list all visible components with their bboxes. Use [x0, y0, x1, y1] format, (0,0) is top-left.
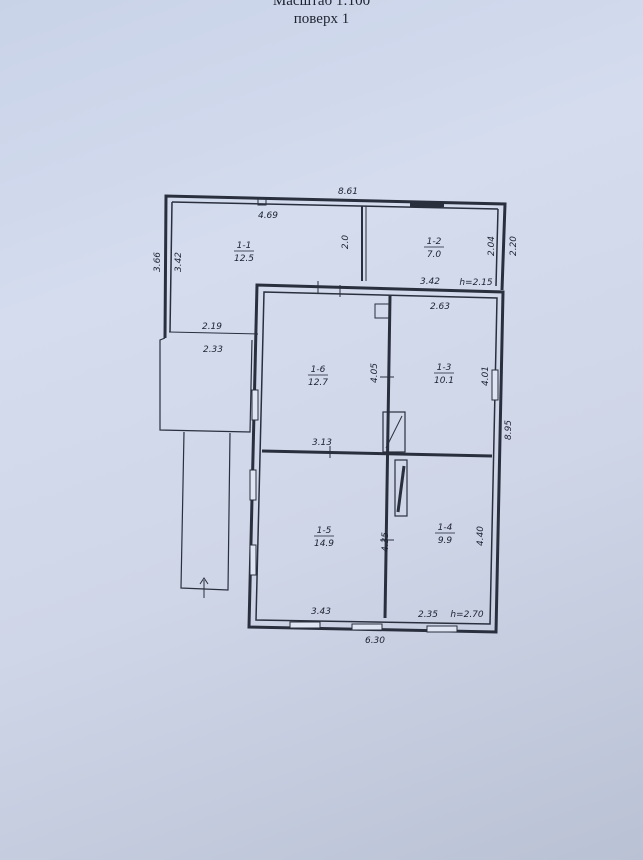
room-area: 9.9: [438, 536, 453, 546]
window-icon: [351, 623, 383, 631]
entrance-arrowhead-icon: [199, 577, 209, 585]
dim-room-1-2-width: 3.42: [420, 277, 440, 287]
dim-right-overall: 8.95: [504, 420, 514, 440]
stove-icon: [382, 411, 406, 453]
chimney-icon: [257, 198, 267, 206]
room-number: 1-2: [427, 237, 442, 247]
dim-room-1-1-inner-height: 3.42: [174, 252, 184, 272]
dim-porch-inner: 2.19: [202, 322, 222, 332]
dim-room-1-1-outer-height: 3.66: [153, 252, 163, 272]
room-area: 12.7: [308, 378, 328, 388]
window-icon: [249, 544, 257, 576]
window-icon: [251, 389, 259, 421]
room-number: 1-6: [311, 365, 326, 375]
room-area: 14.9: [314, 539, 334, 549]
window-icon: [249, 469, 257, 501]
room-area: 10.1: [434, 376, 454, 386]
dim-ceiling-height-upper: h=2.15: [459, 278, 493, 288]
room-number: 1-4: [438, 523, 453, 533]
dim-bottom-overall: 6.30: [365, 636, 385, 646]
floor-label: поверх 1: [293, 11, 350, 27]
dim-room-1-6-width: 3.13: [312, 438, 332, 448]
dim-room-1-3-width: 2.63: [430, 302, 450, 312]
room-1-1: 1-1 12.5: [234, 241, 254, 264]
dim-room-1-2-outer-height: 2.20: [509, 236, 519, 256]
plan-scale: Масштаб 1:100: [272, 0, 371, 9]
room-1-3: 1-3 10.1: [434, 363, 454, 386]
house-walls: [247, 281, 505, 634]
dim-room-1-4-height: 4.40: [476, 526, 486, 546]
dim-room-1-4-width: 2.35: [418, 610, 438, 620]
porch: [159, 337, 253, 598]
dim-room-1-5-width: 3.43: [311, 607, 331, 617]
window-icon: [410, 203, 444, 207]
dimensions: 8.61 4.69 3.66 3.42 2.0 2.04 2.20 3.42 h…: [153, 187, 519, 646]
window-icon: [491, 369, 499, 401]
dim-room-1-6-height: 4.05: [370, 363, 380, 383]
room-number: 1-1: [237, 241, 252, 251]
dim-room-1-3-height: 4.01: [481, 366, 491, 386]
dim-porch-outer: 2.33: [203, 345, 223, 355]
room-1-6: 1-6 12.7: [308, 365, 328, 388]
annex-walls: [163, 194, 507, 339]
dim-room-1-1-width: 4.69: [258, 211, 278, 221]
heater-icon: [394, 459, 408, 517]
room-area: 7.0: [427, 250, 442, 260]
room-area: 12.5: [234, 254, 254, 264]
room-number: 1-3: [437, 363, 452, 373]
window-icon: [289, 621, 321, 629]
dim-room-1-5-height: 4.35: [381, 532, 391, 552]
room-1-5: 1-5 14.9: [314, 526, 334, 549]
dim-partition-height: 2.0: [341, 235, 351, 250]
dim-room-1-2-inner-height: 2.04: [487, 236, 497, 256]
window-icon: [426, 625, 458, 633]
room-1-4: 1-4 9.9: [435, 523, 455, 546]
vent-icon: [374, 303, 390, 319]
dim-ceiling-height-lower: h=2.70: [450, 610, 484, 620]
dim-top-overall: 8.61: [338, 187, 358, 197]
room-number: 1-5: [317, 526, 332, 536]
room-1-2: 1-2 7.0: [424, 237, 444, 260]
